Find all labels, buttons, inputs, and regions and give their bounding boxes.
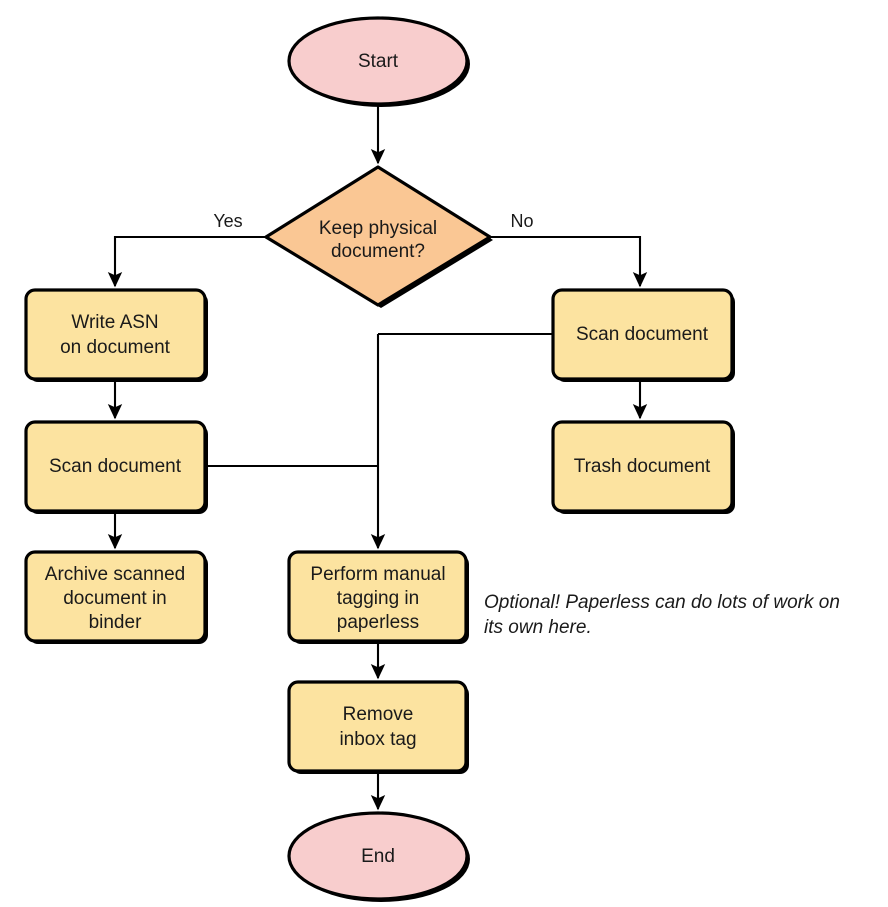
- node-remove-inbox-label-line1: Remove: [343, 704, 414, 725]
- node-perform-manual-tagging[interactable]: Perform manual tagging in paperless: [287, 550, 469, 644]
- node-tagging-label-line1: Perform manual: [310, 564, 445, 585]
- node-trash-document-label: Trash document: [574, 456, 711, 477]
- edge-label-yes: Yes: [213, 211, 242, 231]
- node-scan-document-left[interactable]: Scan document: [24, 420, 208, 514]
- node-archive-label-line2: document in: [63, 588, 167, 609]
- edges-layer: [107, 104, 648, 811]
- node-tagging-label-line2: tagging in: [337, 588, 419, 609]
- node-write-asn-label-line1: Write ASN: [71, 312, 158, 333]
- node-trash-document[interactable]: Trash document: [551, 420, 735, 514]
- node-archive-label-line3: binder: [89, 612, 142, 633]
- node-end-label: End: [361, 846, 395, 867]
- edge-decision-no-to-scan-right: [490, 235, 648, 288]
- note-line2: its own here.: [484, 617, 592, 638]
- node-archive-label-line1: Archive scanned: [45, 564, 185, 585]
- node-remove-inbox-tag[interactable]: Remove inbox tag: [287, 680, 469, 774]
- note-line1: Optional! Paperless can do lots of work …: [484, 592, 840, 613]
- node-tagging-label-line3: paperless: [337, 612, 419, 633]
- note-optional-paperless: Optional! Paperless can do lots of work …: [484, 592, 840, 638]
- node-start[interactable]: Start: [287, 16, 470, 107]
- node-scan-document-left-label: Scan document: [49, 456, 182, 477]
- node-write-asn-on-document[interactable]: Write ASN on document: [24, 288, 208, 382]
- node-start-label: Start: [358, 51, 399, 72]
- edge-label-no: No: [510, 211, 533, 231]
- node-decision-keep-physical-document[interactable]: Keep physical document?: [264, 165, 493, 308]
- node-end[interactable]: End: [287, 811, 470, 902]
- node-archive-scanned-document-in-binder[interactable]: Archive scanned document in binder: [24, 550, 208, 644]
- node-decision-label-line1: Keep physical: [319, 218, 437, 239]
- node-decision-label-line2: document?: [331, 241, 425, 262]
- node-write-asn-label-line2: on document: [60, 337, 171, 358]
- node-remove-inbox-label-line2: inbox tag: [339, 729, 416, 750]
- node-scan-document-right[interactable]: Scan document: [551, 288, 735, 382]
- edge-decision-yes-to-write-asn: [107, 235, 265, 288]
- node-scan-document-right-label: Scan document: [576, 324, 709, 345]
- edge-labels-layer: Yes No: [213, 211, 533, 231]
